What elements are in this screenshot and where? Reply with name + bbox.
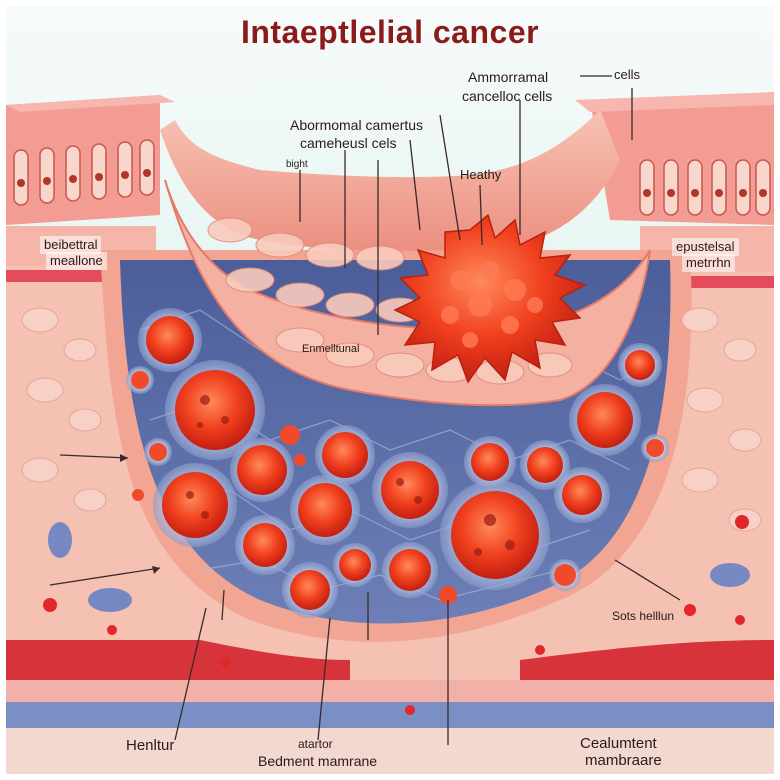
label-right-box-line1: epustelsal <box>672 238 739 256</box>
diagram-title: Intaeptlelial cancer <box>240 14 540 50</box>
right-epithelium <box>575 92 774 288</box>
label-left-box-line2: meallone <box>46 252 107 270</box>
label-right-box-line2: metrrhn <box>682 254 735 272</box>
label-top-right-line2: cancelloc cells <box>462 88 553 104</box>
label-bottom-right-line2: mambraare <box>585 752 662 769</box>
label-bottom-center-line2: Bedment mamrane <box>258 753 378 769</box>
surface-sheet <box>160 110 620 251</box>
label-right-middle: Sots helllun <box>612 609 675 623</box>
side-vessels <box>48 522 750 612</box>
epithelial-cells <box>207 217 573 385</box>
label-heathy: Heathy <box>460 167 502 182</box>
left-epithelium <box>6 95 175 282</box>
stromal-cells <box>21 307 762 532</box>
red-dots <box>43 515 749 715</box>
label-bottom-center-line1: atartor <box>298 737 333 751</box>
leader-lines <box>49 75 681 745</box>
label-center-small: Enmelltunal <box>302 343 360 355</box>
cancer-cells <box>126 308 669 618</box>
label-bottom-right-line1: Cealumtent <box>580 735 657 752</box>
label-top-center-line2: cameheusl cels <box>300 135 397 151</box>
leader-arrowheads <box>120 454 160 574</box>
label-top-right-line1: Ammorramal <box>468 69 549 85</box>
label-left-box-line1: beibettral <box>40 236 102 254</box>
cell-nuclei <box>186 395 515 556</box>
label-top-center-line1: Abormomal camertus <box>290 117 424 133</box>
label-bight: bight <box>286 159 308 170</box>
label-bottom-left: Henltur <box>126 737 175 754</box>
bottom-layers <box>6 640 774 774</box>
tumor-mass <box>393 213 587 384</box>
label-cells: cells <box>614 67 641 82</box>
